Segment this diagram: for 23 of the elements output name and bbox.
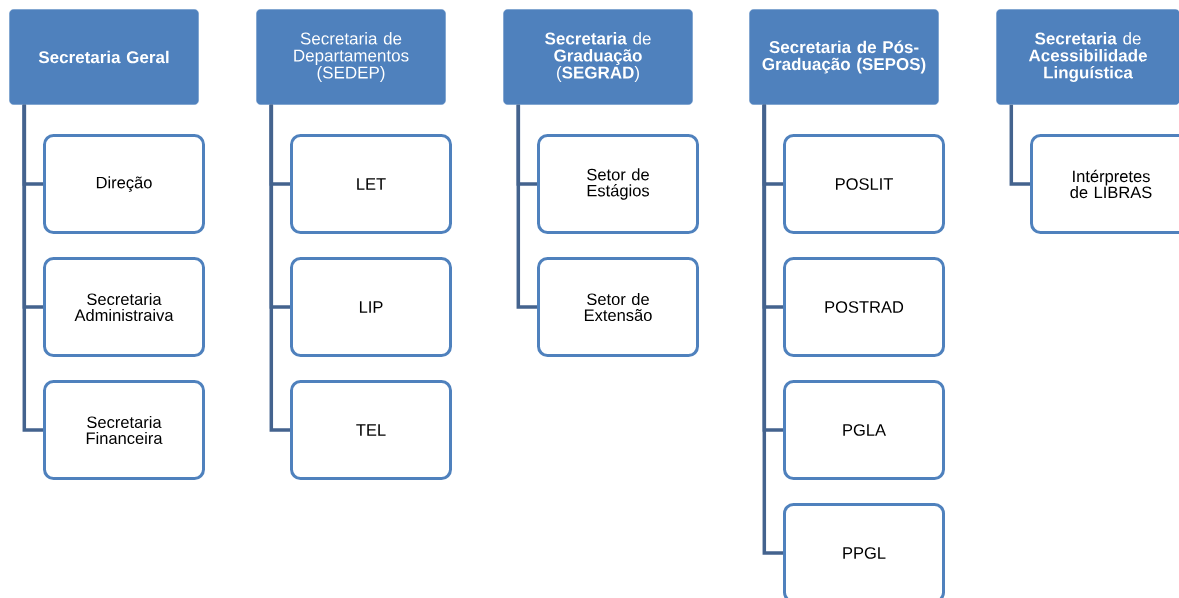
header-box: Secretaria de Departamentos (SEDEP): [256, 9, 446, 105]
unit-box: Direção: [43, 134, 205, 234]
unit-box: POSLIT: [783, 134, 945, 234]
unit-box: LET: [290, 134, 452, 234]
unit-box: Secretaria Administraiva: [43, 257, 205, 357]
connector-line: [269, 104, 290, 432]
unit-box: TEL: [290, 380, 452, 480]
unit-box: PPGL: [783, 503, 945, 598]
connector-line: [762, 104, 783, 555]
unit-box: POSTRAD: [783, 257, 945, 357]
unit-box: Setor de Estágios: [537, 134, 699, 234]
unit-box: Setor de Extensão: [537, 257, 699, 357]
unit-box: Intérpretes de LIBRAS: [1030, 134, 1179, 234]
connector-line: [516, 104, 537, 309]
unit-box: PGLA: [783, 380, 945, 480]
header-box: Secretaria Geral: [9, 9, 199, 105]
unit-box: LIP: [290, 257, 452, 357]
header-box: Secretaria de Acessibilidade Linguística: [996, 9, 1179, 105]
header-box: Secretaria de Pós-Graduação (SEPOS): [749, 9, 939, 105]
connector-line: [22, 104, 43, 432]
unit-box: Secretaria Financeira: [43, 380, 205, 480]
header-box: Secretaria de Graduação (SEGRAD): [503, 9, 693, 105]
connector-line: [1009, 104, 1030, 186]
